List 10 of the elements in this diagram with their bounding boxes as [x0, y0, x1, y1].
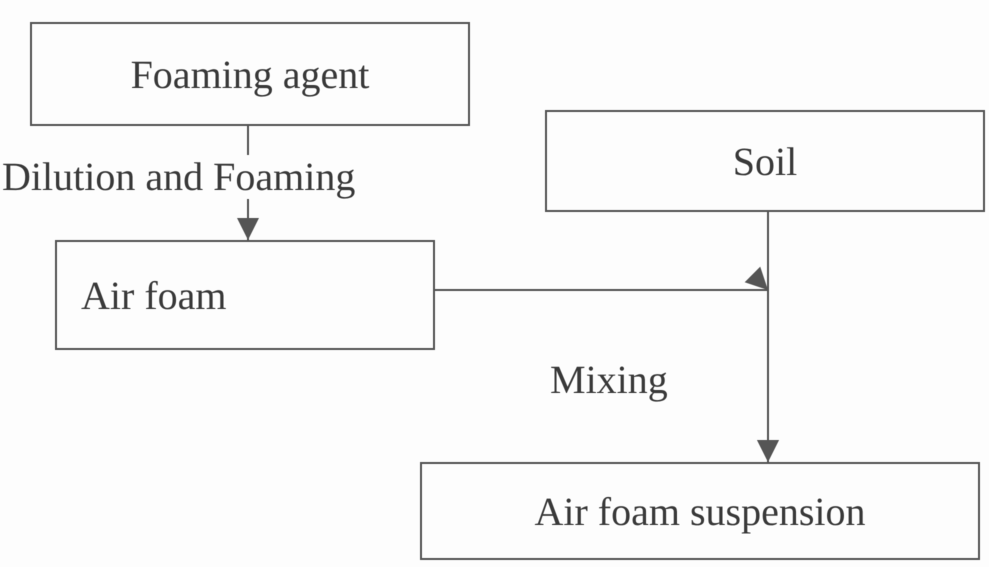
process-box: [545, 110, 985, 212]
box-label: Air foam: [81, 272, 227, 318]
process-box: [420, 462, 980, 560]
process-box: [55, 240, 435, 350]
box-label: Foaming agent: [130, 50, 370, 98]
box-label: Soil: [732, 138, 798, 184]
process-box: [30, 22, 470, 126]
arrow: [757, 212, 779, 462]
box-label: Air foam suspension: [534, 488, 866, 534]
edge-label: Dilution and Foaming: [0, 155, 358, 199]
